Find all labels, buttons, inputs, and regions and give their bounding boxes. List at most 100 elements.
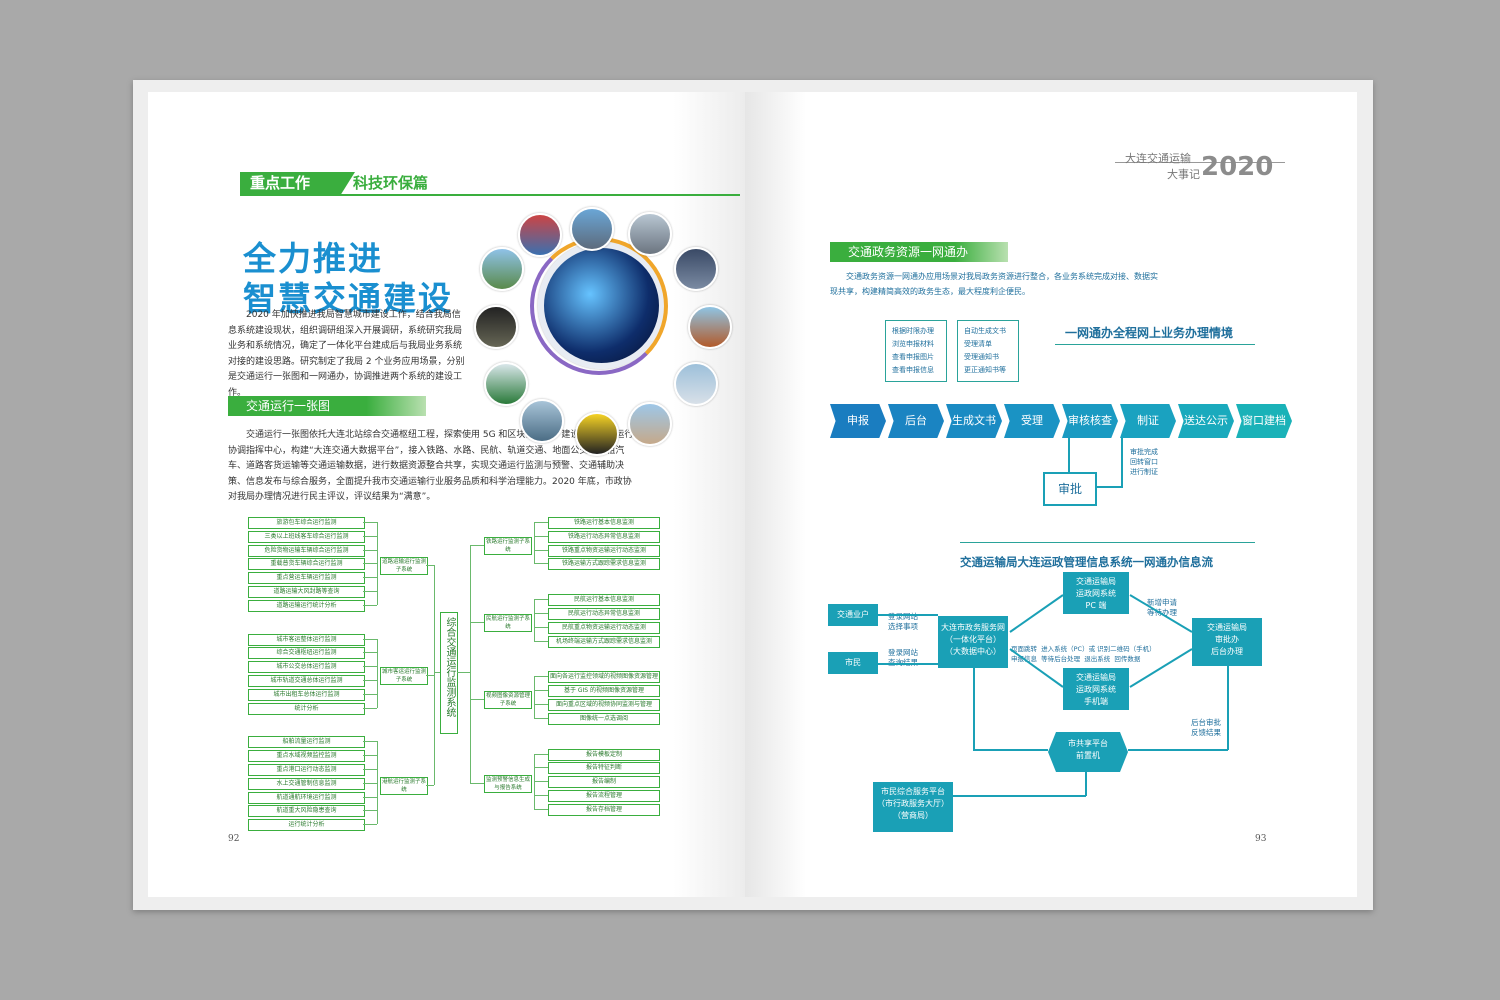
- arrow-hub-down: [973, 664, 975, 750]
- arrow-hub-share: [973, 749, 1048, 751]
- section-title: 交通运行一张图: [228, 396, 426, 416]
- tree-connector: [363, 741, 377, 743]
- tree-connector: [363, 652, 377, 654]
- callout2-line: 更正通知书等: [964, 366, 1006, 374]
- flow-step: 制证: [1120, 404, 1176, 438]
- tree-connector: [363, 522, 377, 523]
- tree-leaf-item: 报告流程管理: [548, 790, 660, 802]
- tree-connector: [363, 769, 377, 770]
- intro-paragraph: 2020 年加快推进我局智慧城市建设工作，结合我局信息系统建设现状，组织调研组深…: [228, 310, 465, 398]
- tree-connector: [534, 767, 548, 769]
- tree-connector: [534, 808, 548, 810]
- tree-connector: [363, 591, 377, 592]
- tree-connector: [534, 690, 548, 692]
- tree-connector: [363, 824, 377, 826]
- header-rule: [240, 194, 740, 196]
- tree-connector: [534, 676, 535, 718]
- right-page: 大连交通运输 大事记 2020 交通政务资源一网通办 交通政务资源一网通办应用场…: [745, 92, 1357, 897]
- railway-photo: [674, 247, 718, 291]
- mobile-system-box: 交通运输局 运政网系统 手机端: [1063, 668, 1129, 710]
- header-title-line2: 大事记: [1167, 168, 1200, 181]
- photo-collage: [474, 207, 748, 456]
- tree-connector: [363, 693, 377, 695]
- flow1-title-rule: [1055, 344, 1255, 345]
- tree-leaf-item: 危险货物运输车辆综合运行监测: [248, 544, 365, 557]
- tree-connector: [363, 810, 377, 812]
- tree-connector: [534, 640, 548, 642]
- tree-connector: [363, 680, 377, 681]
- tree-leaf-item: 城市客运整体运行监测: [248, 633, 365, 646]
- left-page: 重点工作 科技环保篇 全力推进 智慧交通建设 2020 年加快推进我局智慧城市建…: [148, 92, 745, 897]
- tree-connector: [534, 753, 548, 755]
- header-tag: 重点工作: [240, 172, 355, 194]
- tree-connector: [457, 672, 470, 673]
- callout1-line: 根据时限办理: [892, 327, 934, 335]
- tree-leaf-item: 面向各运行监控领域的视频图像资源管理: [548, 671, 660, 684]
- tree-connector: [363, 782, 377, 784]
- tree-leaf-item: 基于 GIS 的视频图像资源管理: [548, 685, 660, 698]
- header-year: 2020: [1201, 152, 1274, 182]
- flow-step: 申报: [830, 404, 886, 438]
- flow-step: 送达公示: [1178, 404, 1234, 438]
- tree-leaf-item: 图像统一点选调阅: [548, 712, 660, 725]
- callout1-line: 查看申报信息: [892, 366, 934, 374]
- tree-connector: [534, 795, 548, 796]
- car-photo: [520, 399, 564, 443]
- callout2-line: 受理清单: [964, 340, 992, 348]
- flow1-title: 一网通办全程网上业务办理情境: [1065, 326, 1234, 340]
- tree-connector: [534, 563, 548, 565]
- tree-connector: [534, 522, 548, 523]
- tree-connector: [470, 783, 484, 785]
- callout1-line: 浏览申报材料: [892, 340, 934, 348]
- tree-connector: [534, 676, 548, 678]
- tree-connector: [534, 599, 535, 641]
- label-login-query: 登录网站 查询结果: [888, 648, 918, 667]
- tree-leaf-item: 重点港口运行动态监测: [248, 764, 365, 776]
- tree-center-box: 综合交通运行监测系统: [440, 612, 458, 734]
- tree-leaf-item: 铁路运行基本信息监测: [548, 517, 660, 529]
- callout2-line: 自动生成文书: [964, 327, 1006, 335]
- tree-group-box: 铁路运行监测子系统: [484, 536, 532, 555]
- tree-group-box: 道路运输运行监测子系统: [380, 557, 428, 576]
- user-citizen-box: 市民: [828, 652, 878, 674]
- arrow-share-bureau: [1128, 749, 1228, 751]
- tree-connector: [434, 565, 435, 785]
- callout2-line: 受理通知书: [964, 353, 999, 361]
- tree-leaf-item: 城市出租车总体运行监测: [248, 688, 365, 701]
- tree-connector: [534, 535, 548, 537]
- arrow-business-hub: [878, 614, 938, 616]
- ship-photo: [688, 305, 732, 349]
- tree-connector: [363, 535, 377, 537]
- callout-document: 自动生成文书 受理清单 受理通知书 更正通知书等: [957, 320, 1019, 382]
- tree-connector: [534, 613, 548, 614]
- tree-connector: [470, 699, 484, 700]
- tree-connector: [426, 675, 434, 676]
- tree-leaf-item: 道路运输大风封路等查询: [248, 586, 365, 598]
- tree-connector: [534, 522, 535, 564]
- tree-connector: [363, 549, 377, 551]
- approve-note: 审批完成: [1130, 448, 1158, 456]
- feedback-label: 后台审批 反馈结果: [1191, 718, 1221, 737]
- page-number-left: 92: [228, 834, 240, 844]
- tree-leaf-item: 民航重点物资运输运行动态监测: [548, 621, 660, 634]
- tree-leaf-item: 报告编制: [548, 776, 660, 789]
- tree-connector: [363, 666, 377, 668]
- tree-leaf-item: 水上交通管制信息监测: [248, 777, 365, 790]
- tree-connector: [363, 707, 377, 709]
- tree-leaf-item: 铁路重点物资运输运行动态监测: [548, 544, 660, 557]
- tree-leaf-item: 运行统计分析: [248, 819, 365, 832]
- bureau-box: 交通运输局 审批办 后台办理: [1192, 618, 1262, 666]
- airport-photo: [628, 402, 672, 446]
- photo-ring: [530, 237, 668, 375]
- tree-connector: [363, 638, 377, 640]
- tree-group-box: 民航运行监测子系统: [484, 613, 532, 632]
- port-photo: [518, 213, 562, 257]
- service-platform-box: 市民综合服务平台 （市行政服务大厅） （营商局）: [873, 782, 953, 832]
- tree-connector: [534, 753, 535, 809]
- flow-step: 生成文书: [946, 404, 1002, 438]
- tree-connector: [534, 549, 548, 551]
- approve-notes: 审批完成 回转窗口 进行制证: [1130, 447, 1158, 477]
- tree-connector: [426, 565, 434, 567]
- tree-leaf-item: 铁路运输方式跟踪需求信息监测: [548, 558, 660, 571]
- label-login-select: 登录网站 选择事项: [888, 612, 918, 631]
